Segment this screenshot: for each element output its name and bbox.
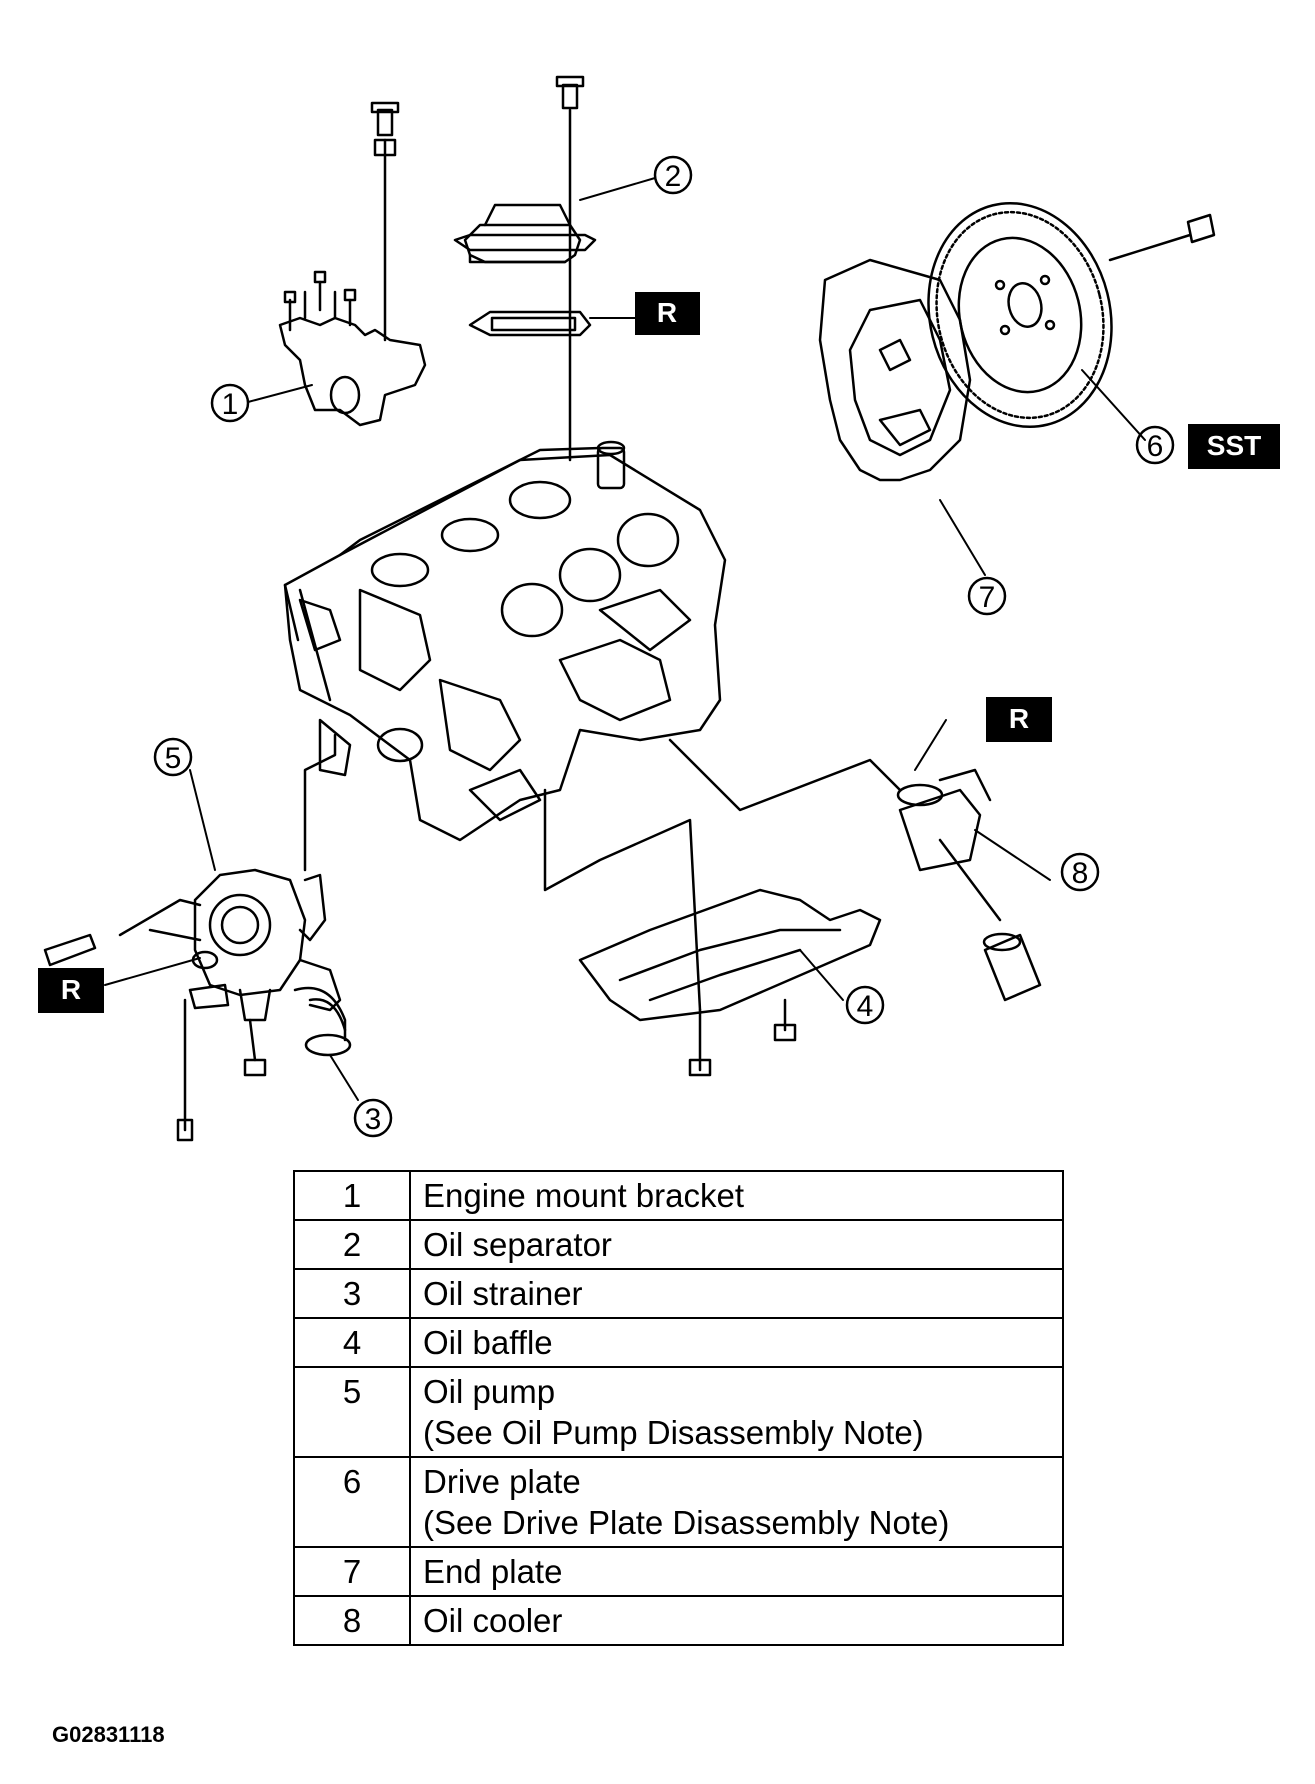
legend-row: 4 Oil baffle: [293, 1317, 1064, 1368]
oil-strainer: [293, 986, 352, 1057]
legend-row: 7 End plate: [293, 1546, 1064, 1597]
legend-row: 8 Oil cooler: [293, 1595, 1064, 1646]
legend-number: 3: [293, 1268, 411, 1319]
callout-5: 5: [153, 737, 193, 777]
replace-tag-top: R: [635, 292, 700, 335]
callout-6: 6: [1135, 425, 1175, 465]
legend-label: Oil strainer: [409, 1268, 1064, 1319]
engine-block: [283, 440, 727, 842]
callout-1: 1: [210, 383, 250, 423]
legend-cell: Drive plate (See Drive Plate Disassembly…: [409, 1456, 1064, 1548]
legend-number: 6: [293, 1456, 411, 1548]
parts-legend-table: 1 Engine mount bracket 2 Oil separator 3…: [293, 1170, 1064, 1646]
special-tool-tag: SST: [1188, 424, 1280, 469]
legend-row: 2 Oil separator: [293, 1219, 1064, 1270]
svg-text:3: 3: [365, 1103, 382, 1136]
legend-number: 5: [293, 1366, 411, 1458]
svg-text:5: 5: [165, 742, 182, 775]
svg-text:R: R: [61, 974, 81, 1005]
end-plate: [818, 258, 972, 482]
legend-note: (See Drive Plate Disassembly Note): [423, 1504, 950, 1541]
oil-cooler: [668, 738, 1042, 1002]
callout-8: 8: [1060, 852, 1100, 892]
legend-label: End plate: [409, 1546, 1064, 1597]
svg-text:6: 6: [1147, 430, 1164, 463]
figure-id: G02831118: [52, 1722, 165, 1747]
leader-lines: [104, 177, 1146, 1101]
engine-mount-bracket: [278, 101, 427, 427]
legend-row: 5 Oil pump (See Oil Pump Disassembly Not…: [293, 1366, 1064, 1458]
legend-label: Oil pump: [423, 1373, 556, 1410]
oil-separator: [453, 75, 597, 462]
legend-label: Drive plate: [423, 1463, 581, 1500]
callout-2: 2: [653, 155, 693, 195]
svg-text:4: 4: [857, 990, 874, 1023]
svg-text:R: R: [657, 297, 677, 328]
legend-row: 1 Engine mount bracket: [293, 1170, 1064, 1221]
legend-row: 6 Drive plate (See Drive Plate Disassemb…: [293, 1456, 1064, 1548]
callout-4: 4: [845, 985, 885, 1025]
callout-3: 3: [353, 1098, 393, 1138]
svg-text:8: 8: [1072, 857, 1089, 890]
legend-note: (See Oil Pump Disassembly Note): [423, 1414, 924, 1451]
legend-number: 1: [293, 1170, 411, 1221]
legend-cell: Oil pump (See Oil Pump Disassembly Note): [409, 1366, 1064, 1458]
replace-tag-right: R: [986, 697, 1052, 742]
legend-number: 4: [293, 1317, 411, 1368]
oil-pump: [43, 733, 342, 1142]
svg-text:SST: SST: [1207, 430, 1261, 461]
legend-label: Oil cooler: [409, 1595, 1064, 1646]
callout-7: 7: [967, 576, 1007, 616]
drive-plate: [927, 201, 1216, 429]
legend-label: Engine mount bracket: [409, 1170, 1064, 1221]
svg-text:R: R: [1009, 703, 1029, 734]
replace-tag-left: R: [38, 968, 104, 1013]
legend-number: 7: [293, 1546, 411, 1597]
svg-text:1: 1: [222, 388, 239, 421]
legend-number: 2: [293, 1219, 411, 1270]
svg-text:7: 7: [979, 581, 996, 614]
exploded-view-diagram: 1 2 3 4 5 6 7 8 R R R SST: [38, 75, 1280, 1142]
legend-number: 8: [293, 1595, 411, 1646]
legend-label: Oil baffle: [409, 1317, 1064, 1368]
svg-text:2: 2: [665, 160, 682, 193]
legend-label: Oil separator: [409, 1219, 1064, 1270]
legend-row: 3 Oil strainer: [293, 1268, 1064, 1319]
oil-baffle: [543, 788, 882, 1077]
